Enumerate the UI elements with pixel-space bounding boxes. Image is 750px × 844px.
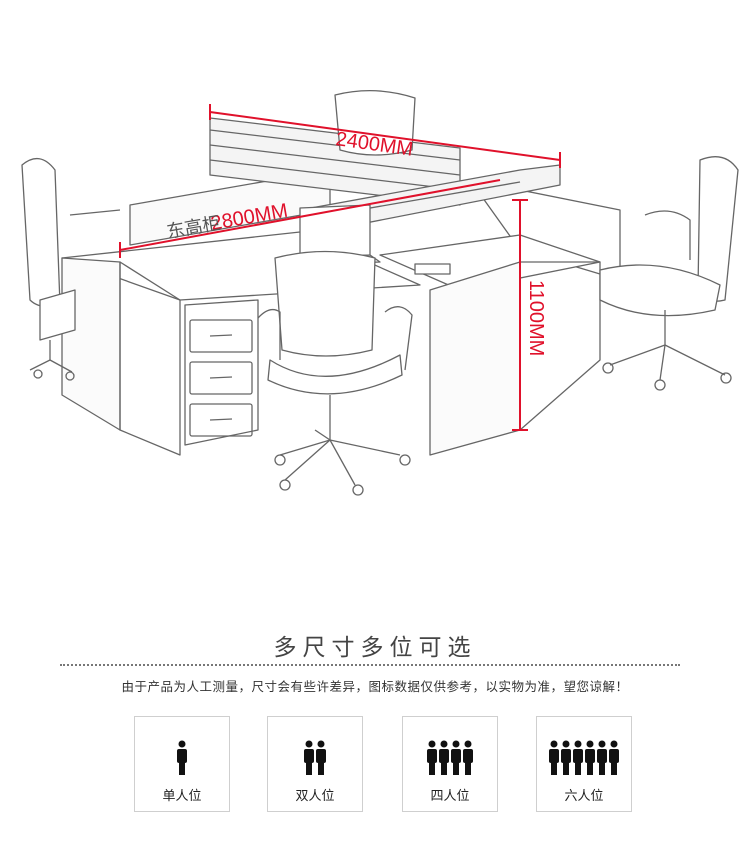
person-icon xyxy=(427,740,437,775)
person-group-icon xyxy=(177,740,187,775)
disclaimer-text: 由于产品为人工测量，尺寸会有些许差异，图标数据仅供参考，以实物为准，望您谅解！ xyxy=(121,679,629,694)
seat-option-label: 单人位 xyxy=(162,789,202,804)
seat-option-label: 四人位 xyxy=(430,789,470,804)
workstation-sketch: 2400MM 2800MM 东高柜 1100MM xyxy=(21,90,739,496)
person-group-icon xyxy=(549,740,619,775)
person-icon xyxy=(609,740,619,775)
person-group-icon xyxy=(427,740,473,775)
seat-option-double[interactable]: 双人位 xyxy=(267,716,363,812)
person-icon xyxy=(316,740,326,775)
section-title: 多尺寸多位可选 xyxy=(273,635,477,661)
length-front-dim-line xyxy=(119,179,501,251)
seat-option-six[interactable]: 六人位 xyxy=(536,716,632,812)
person-icon xyxy=(597,740,607,775)
person-icon xyxy=(451,740,461,775)
seat-option-label: 六人位 xyxy=(564,789,604,804)
person-icon xyxy=(561,740,571,775)
person-icon xyxy=(439,740,449,775)
person-icon xyxy=(573,740,583,775)
person-group-icon xyxy=(304,740,326,775)
person-icon xyxy=(549,740,559,775)
seat-option-quad[interactable]: 四人位 xyxy=(402,716,498,812)
person-icon xyxy=(177,740,187,775)
dotted-divider xyxy=(60,664,680,666)
person-icon xyxy=(463,740,473,775)
seat-option-single[interactable]: 单人位 xyxy=(134,716,230,812)
seat-option-label: 双人位 xyxy=(295,789,335,804)
height-label: 1100MM xyxy=(525,280,547,356)
seat-options: 单人位 双人位 四人位 六人位 xyxy=(0,716,750,816)
length-top-dim-line xyxy=(209,111,561,161)
person-icon xyxy=(585,740,595,775)
person-icon xyxy=(304,740,314,775)
